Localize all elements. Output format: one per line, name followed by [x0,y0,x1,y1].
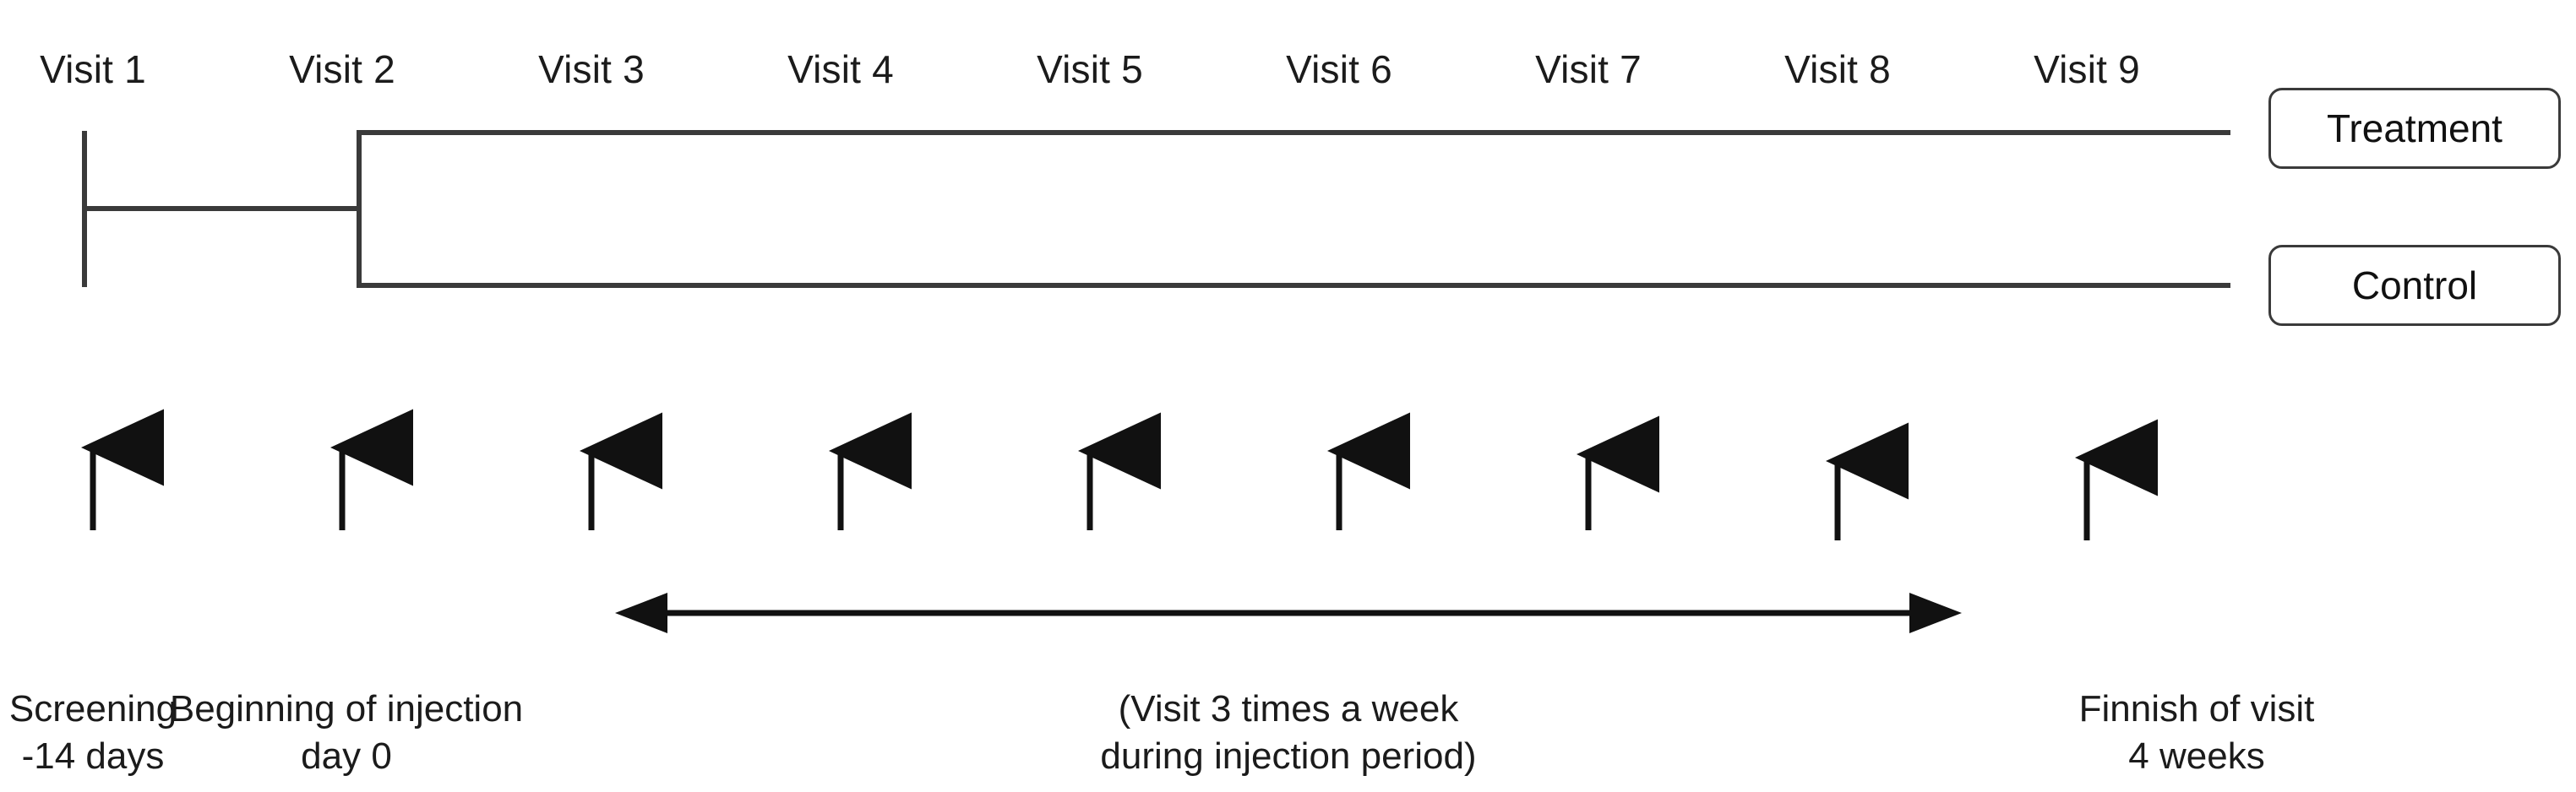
caption-beginning-line1: Beginning of injection [169,688,524,730]
double-arrow-left-head [615,593,667,633]
caption-screening-line2: -14 days [21,735,165,778]
visit-label-1: Visit 1 [40,47,146,91]
visit-label-7: Visit 7 [1535,47,1642,91]
caption-finish-of-visit: Finnish of visit 4 weeks [2079,686,2315,781]
caption-finish-line2: 4 weeks [2128,735,2265,778]
caption-beginning-of-injection: Beginning of injection day 0 [170,686,523,781]
double-arrow-right-head [1909,593,1962,633]
visit-label-3: Visit 3 [538,47,645,91]
visit-label-8: Visit 8 [1784,47,1891,91]
visit-marker-arrow-group [81,409,2158,540]
visit-label-6: Visit 6 [1286,47,1392,91]
caption-injection-line1: (Visit 3 times a week [1118,688,1459,730]
caption-injection-line2: during injection period) [1100,735,1477,778]
treatment-arm-label: Treatment [2327,106,2502,150]
control-arm-label: Control [2351,263,2478,307]
visit-label-2: Visit 2 [289,47,395,91]
caption-finish-line1: Finnish of visit [2078,688,2315,730]
visit-label-9: Visit 9 [2034,47,2140,91]
caption-screening: Screening -14 days [9,686,177,781]
caption-beginning-line2: day 0 [301,735,392,778]
visit-label-4: Visit 4 [787,47,894,91]
caption-screening-line1: Screening [8,688,177,730]
control-arm-box: Control [2268,245,2561,326]
treatment-arm-box: Treatment [2268,88,2561,169]
visit-label-5: Visit 5 [1037,47,1143,91]
double-headed-arrow-icon [615,593,1962,633]
caption-injection-period-note: (Visit 3 times a week during injection p… [1100,686,1476,781]
